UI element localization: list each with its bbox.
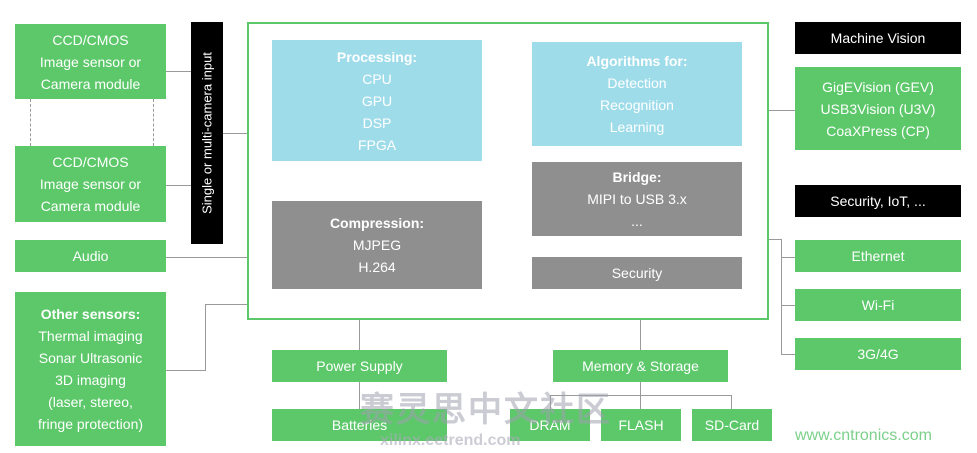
security-box: Security xyxy=(532,257,742,289)
algorithms-item: Recognition xyxy=(600,97,674,113)
compression-box: Compression: MJPEG H.264 xyxy=(272,201,482,289)
camera-line: Camera module xyxy=(40,75,141,92)
camera-module-box-2: CCD/CMOS Image sensor or Camera module xyxy=(15,146,166,222)
other-sensors-item: (laser, stereo, xyxy=(48,394,133,410)
bridge-title: Bridge: xyxy=(612,169,662,185)
cellular-box: 3G/4G xyxy=(795,338,961,370)
connector-line xyxy=(359,320,360,350)
connector-line xyxy=(781,305,795,306)
watermark-url: xilinx.eetrend.com xyxy=(380,432,521,449)
ethernet-box: Ethernet xyxy=(795,240,961,272)
other-sensors-item: Sonar Ultrasonic xyxy=(38,350,143,366)
wifi-label: Wi-Fi xyxy=(861,297,895,313)
machine-vision-header: Machine Vision xyxy=(795,22,961,54)
dram-box: DRAM xyxy=(510,409,590,441)
camera-module-box-1: CCD/CMOS Image sensor or Camera module xyxy=(15,24,166,99)
dashed-connector xyxy=(30,99,31,146)
connector-line xyxy=(166,71,191,72)
audio-label: Audio xyxy=(72,248,109,264)
dashed-connector xyxy=(153,99,154,146)
security-label: Security xyxy=(611,265,663,281)
batteries-box: Batteries xyxy=(272,409,447,441)
camera-line: CCD/CMOS xyxy=(52,31,129,48)
compression-title: Compression: xyxy=(329,215,425,231)
security-iot-label: Security, IoT, ... xyxy=(830,193,926,209)
watermark-cn: 赛灵思中文社区 xyxy=(360,391,612,429)
connector-line xyxy=(359,382,360,409)
other-sensors-box: Other sensors: Thermal imaging Sonar Ult… xyxy=(15,292,166,446)
bridge-item: MIPI to USB 3.x xyxy=(587,191,687,207)
algorithms-box: Algorithms for: Detection Recognition Le… xyxy=(532,42,742,146)
machine-vision-item: USB3Vision (U3V) xyxy=(820,100,936,117)
other-sensors-item: Thermal imaging xyxy=(38,328,143,344)
connector-line xyxy=(205,304,247,305)
watermark-site: www.cntronics.com xyxy=(795,427,932,444)
processing-box: Processing: CPU GPU DSP FPGA xyxy=(272,40,482,161)
connector-line xyxy=(166,370,206,371)
algorithms-title: Algorithms for: xyxy=(586,53,688,69)
connector-line xyxy=(166,257,247,258)
camera-line: Image sensor or xyxy=(39,176,142,192)
connector-line xyxy=(205,304,206,370)
wifi-box: Wi-Fi xyxy=(795,289,961,321)
connector-line xyxy=(781,239,782,354)
camera-line: Image sensor or xyxy=(39,53,142,70)
other-sensors-item: 3D imaging xyxy=(55,372,126,388)
connector-line xyxy=(769,110,795,111)
camera-input-label: Single or multi-camera input xyxy=(199,52,215,214)
connector-line xyxy=(781,257,795,258)
other-sensors-item: fringe protection) xyxy=(37,416,144,432)
algorithms-item: Learning xyxy=(609,119,665,135)
memory-storage-box: Memory & Storage xyxy=(553,350,728,382)
connector-line xyxy=(640,320,641,350)
sd-card-label: SD-Card xyxy=(704,417,760,433)
connector-line xyxy=(166,185,191,186)
cellular-label: 3G/4G xyxy=(857,346,899,362)
other-sensors-title: Other sensors: xyxy=(40,306,141,322)
processing-item: DSP xyxy=(362,114,392,131)
batteries-label: Batteries xyxy=(331,417,388,433)
audio-box: Audio xyxy=(15,240,166,272)
processing-item: GPU xyxy=(361,92,393,109)
camera-input-bar: Single or multi-camera input xyxy=(191,22,223,244)
connector-line xyxy=(769,239,781,240)
power-supply-box: Power Supply xyxy=(272,350,447,382)
connector-line xyxy=(731,395,732,409)
machine-vision-box: GigEVision (GEV) USB3Vision (U3V) CoaXPr… xyxy=(795,67,961,150)
machine-vision-item: CoaXPress (CP) xyxy=(826,122,930,139)
algorithms-item: Detection xyxy=(607,75,667,91)
camera-line: CCD/CMOS xyxy=(52,154,129,170)
connector-line xyxy=(223,133,247,134)
bridge-box: Bridge: MIPI to USB 3.x ... xyxy=(532,162,742,236)
bridge-item: ... xyxy=(631,213,643,229)
security-iot-header: Security, IoT, ... xyxy=(795,185,961,217)
ethernet-label: Ethernet xyxy=(851,248,905,264)
connector-line xyxy=(550,395,732,396)
connector-line xyxy=(781,354,795,355)
camera-line: Camera module xyxy=(40,198,141,214)
power-supply-label: Power Supply xyxy=(316,358,403,374)
processing-item: FPGA xyxy=(357,136,397,153)
sd-card-box: SD-Card xyxy=(692,409,772,441)
compression-item: H.264 xyxy=(358,259,396,275)
connector-line xyxy=(550,395,551,409)
machine-vision-label: Machine Vision xyxy=(830,30,926,46)
processing-item: CPU xyxy=(362,70,392,87)
flash-box: FLASH xyxy=(601,409,681,441)
flash-label: FLASH xyxy=(618,417,664,433)
compression-item: MJPEG xyxy=(352,237,402,253)
processing-title: Processing: xyxy=(336,48,418,65)
memory-storage-label: Memory & Storage xyxy=(582,358,699,374)
dram-label: DRAM xyxy=(529,417,571,433)
machine-vision-item: GigEVision (GEV) xyxy=(822,78,934,95)
